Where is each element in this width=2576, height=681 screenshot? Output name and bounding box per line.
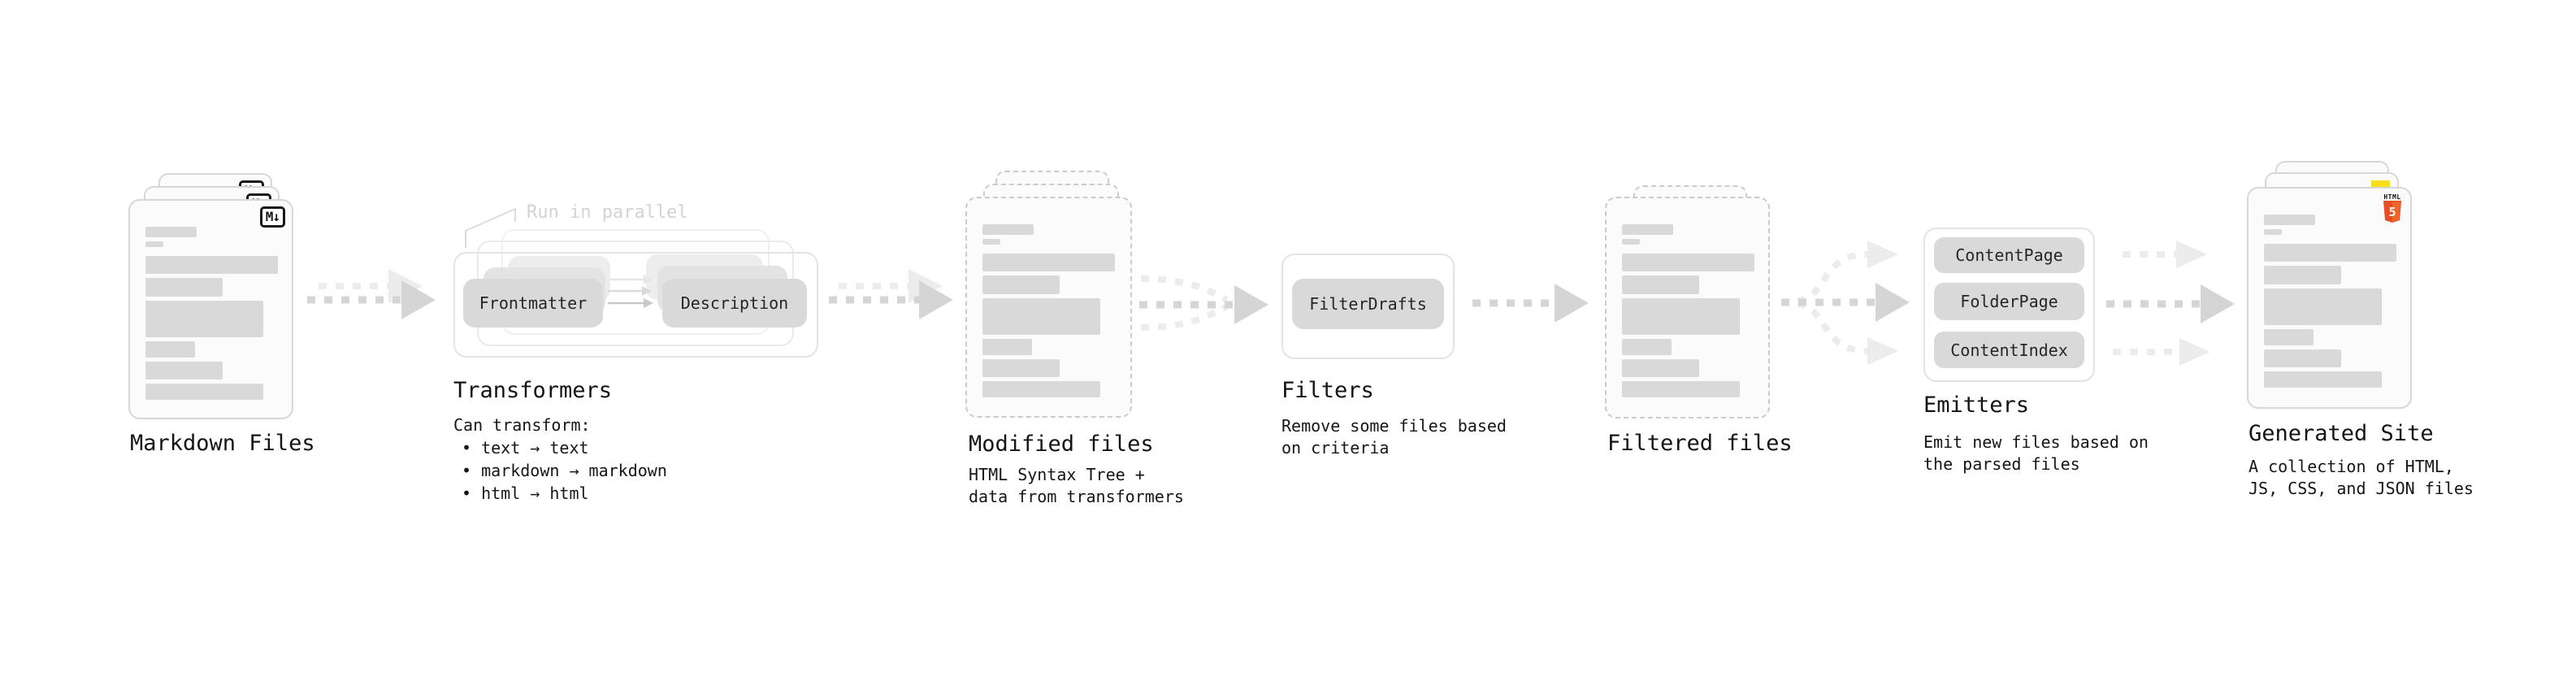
modified-files-caption: HTML Syntax Tree + data from transformer… — [969, 465, 1184, 506]
emitters-title: Emitters — [1923, 393, 2030, 418]
markdown-files-title: Markdown Files — [130, 431, 315, 456]
filters-caption: Remove some files based on criteria — [1281, 416, 1507, 458]
modified-file-card-front — [965, 197, 1132, 418]
transform-arrow-front — [608, 298, 653, 308]
run-in-parallel-annotation: Run in parallel — [527, 202, 688, 223]
arrow-filtered-to-emitters — [1781, 241, 1910, 365]
emitter-pill-contentindex: ContentIndex — [1934, 332, 2084, 368]
filtered-file-card-front — [1605, 197, 1770, 419]
generated-site-title: Generated Site — [2249, 421, 2434, 446]
arrow-markdown-to-transformers — [307, 269, 436, 319]
arrow-modified-to-filters — [1139, 275, 1268, 331]
run-in-parallel-leader — [465, 207, 516, 248]
emitters-caption: Emit new files based on the parsed files — [1923, 432, 2149, 474]
emitter-pill-folderpage: FolderPage — [1934, 283, 2084, 320]
arrow-transformers-to-modified — [829, 269, 953, 319]
filtered-files-title: Filtered files — [1607, 431, 1793, 456]
markdown-icon: M↓ — [259, 206, 285, 228]
emitter-pill-contentpage: ContentPage — [1934, 237, 2084, 273]
svg-text:5: 5 — [2388, 205, 2396, 219]
transformers-title: Transformers — [453, 378, 613, 403]
modified-files-title: Modified files — [969, 432, 1154, 457]
filters-title: Filters — [1281, 378, 1374, 403]
transformer-pill-frontmatter: Frontmatter — [463, 279, 603, 327]
transform-arrow-middle — [608, 286, 652, 296]
filter-pill-filterdrafts: FilterDrafts — [1292, 279, 1444, 329]
generated-html-card: HTML 5 — [2247, 187, 2412, 409]
arrow-emitters-to-generated — [2106, 241, 2235, 366]
transform-arrow-back — [609, 275, 653, 284]
markdown-file-card-front: M↓ — [128, 199, 293, 419]
transformers-caption: Can transform: • text → text • markdown … — [453, 415, 667, 503]
transformer-pill-description: Description — [662, 279, 807, 327]
javascript-icon — [2371, 180, 2390, 189]
arrow-filters-to-filtered — [1472, 284, 1589, 323]
generated-site-caption: A collection of HTML, JS, CSS, and JSON … — [2249, 457, 2474, 498]
html5-icon: HTML 5 — [2382, 193, 2403, 227]
transformer-layer-front — [453, 252, 818, 358]
